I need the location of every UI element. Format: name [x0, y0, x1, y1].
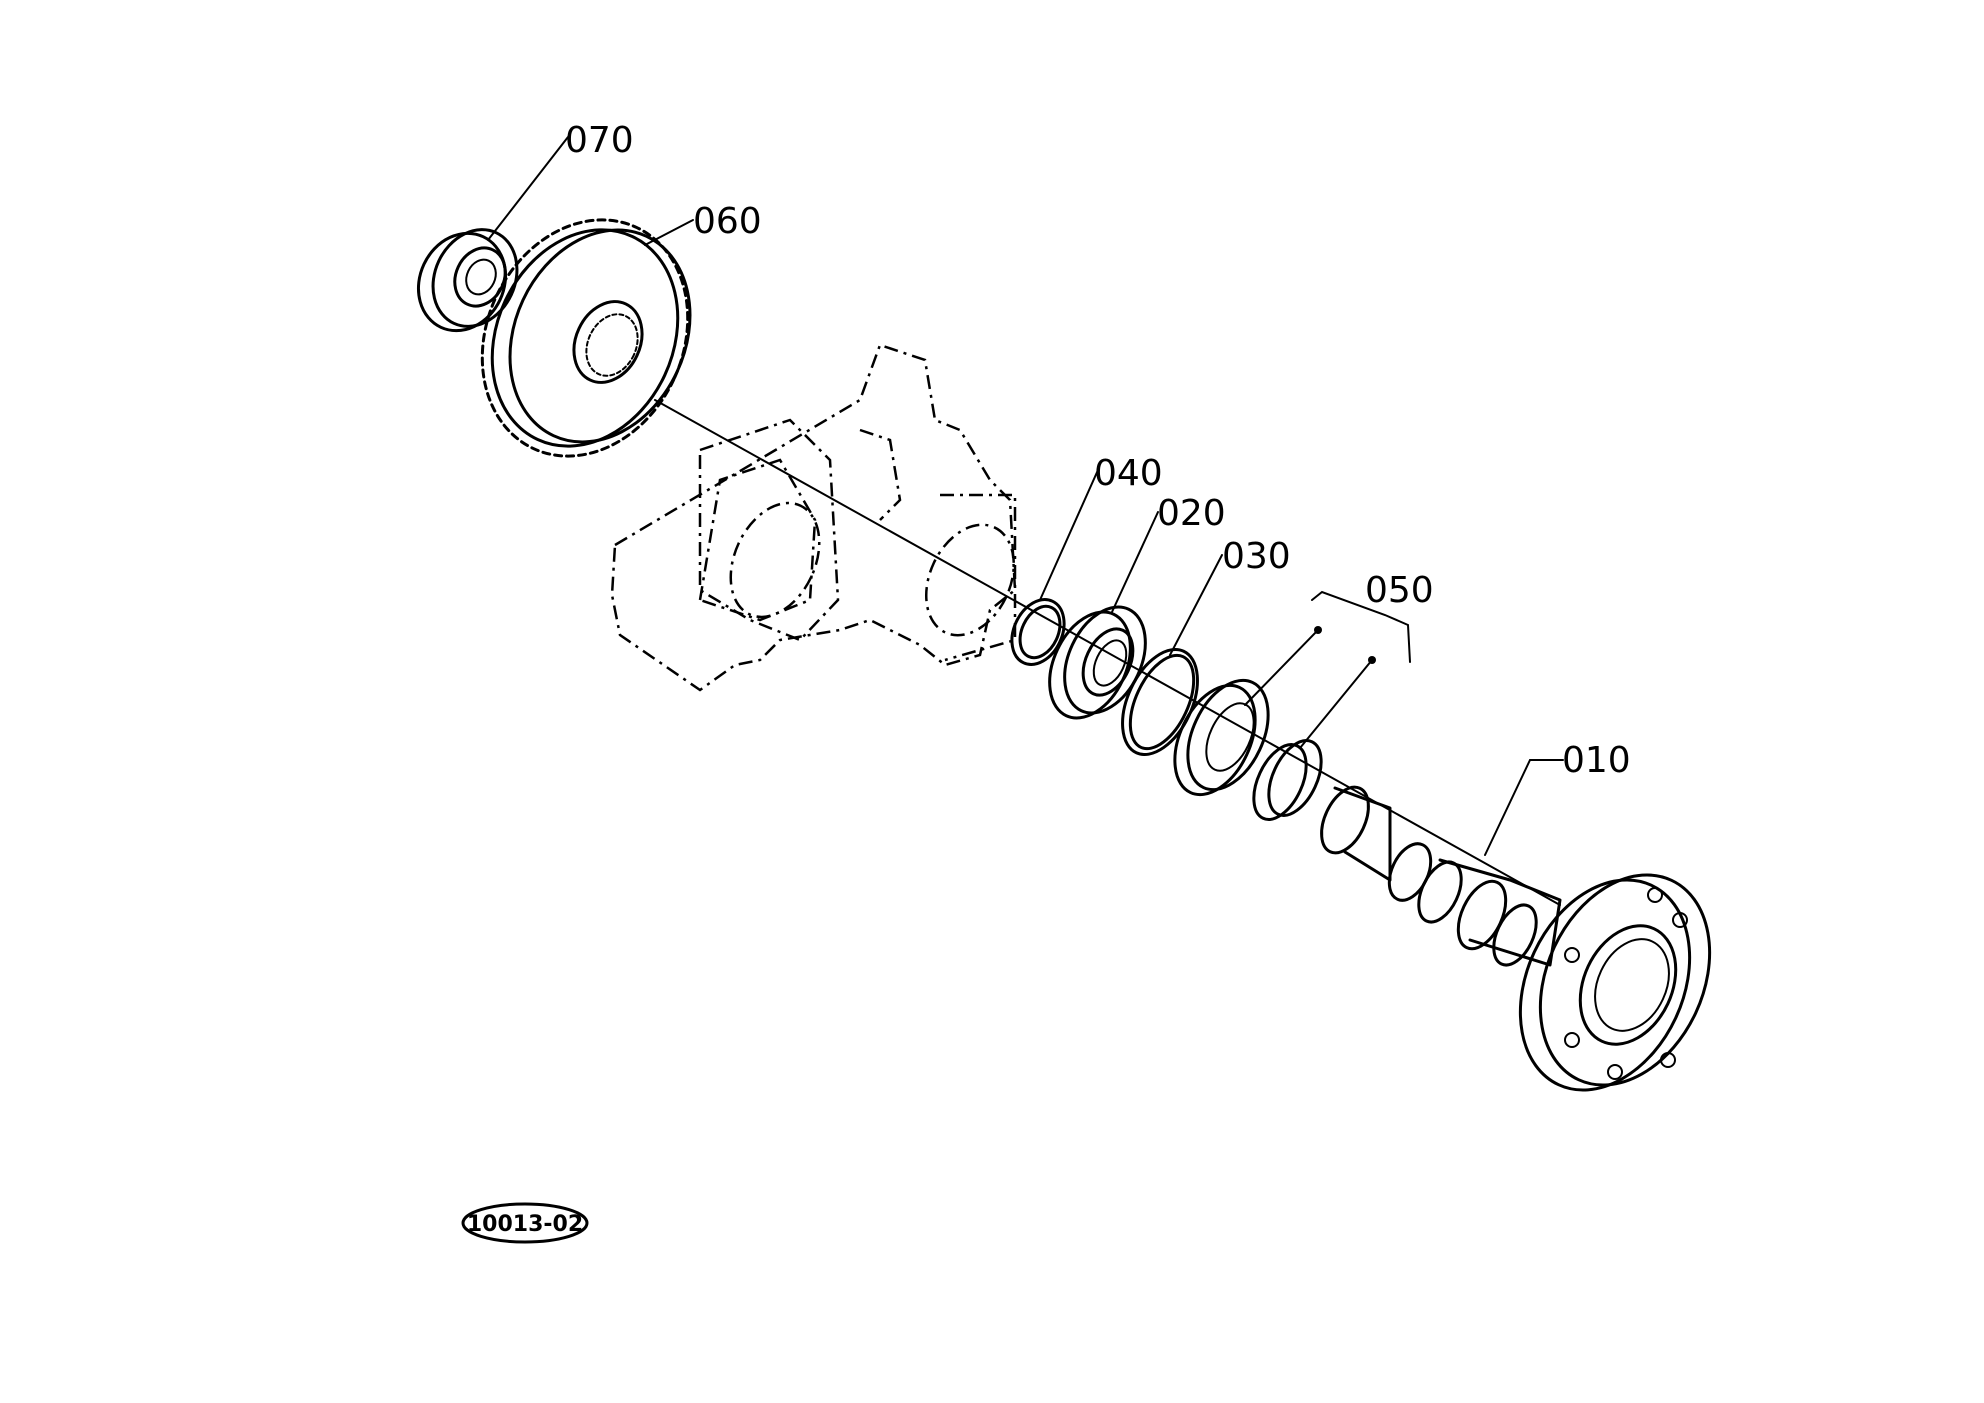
- part-060-gear: [480, 218, 692, 458]
- label-part-070: 070: [565, 120, 634, 161]
- part-070-bearing: [416, 228, 519, 333]
- assembly-axis-line: [654, 399, 1561, 906]
- part-050-seal-kit: [1173, 590, 1411, 821]
- label-part-010: 010: [1562, 740, 1631, 781]
- part-010-flange-shaft: [1320, 785, 1712, 1092]
- leader-lines: [487, 136, 1564, 856]
- part-020-bearing: [1048, 605, 1147, 720]
- housing-outline: [610, 343, 1017, 692]
- label-part-030: 030: [1222, 536, 1291, 577]
- label-part-040: 040: [1094, 453, 1163, 494]
- reference-code-badge: 10013-02: [461, 1202, 589, 1244]
- label-part-050: 050: [1365, 570, 1434, 611]
- label-part-060: 060: [693, 201, 762, 242]
- reference-code: 10013-02: [467, 1212, 583, 1237]
- part-040-snap-ring: [1010, 598, 1066, 666]
- label-part-020: 020: [1157, 493, 1226, 534]
